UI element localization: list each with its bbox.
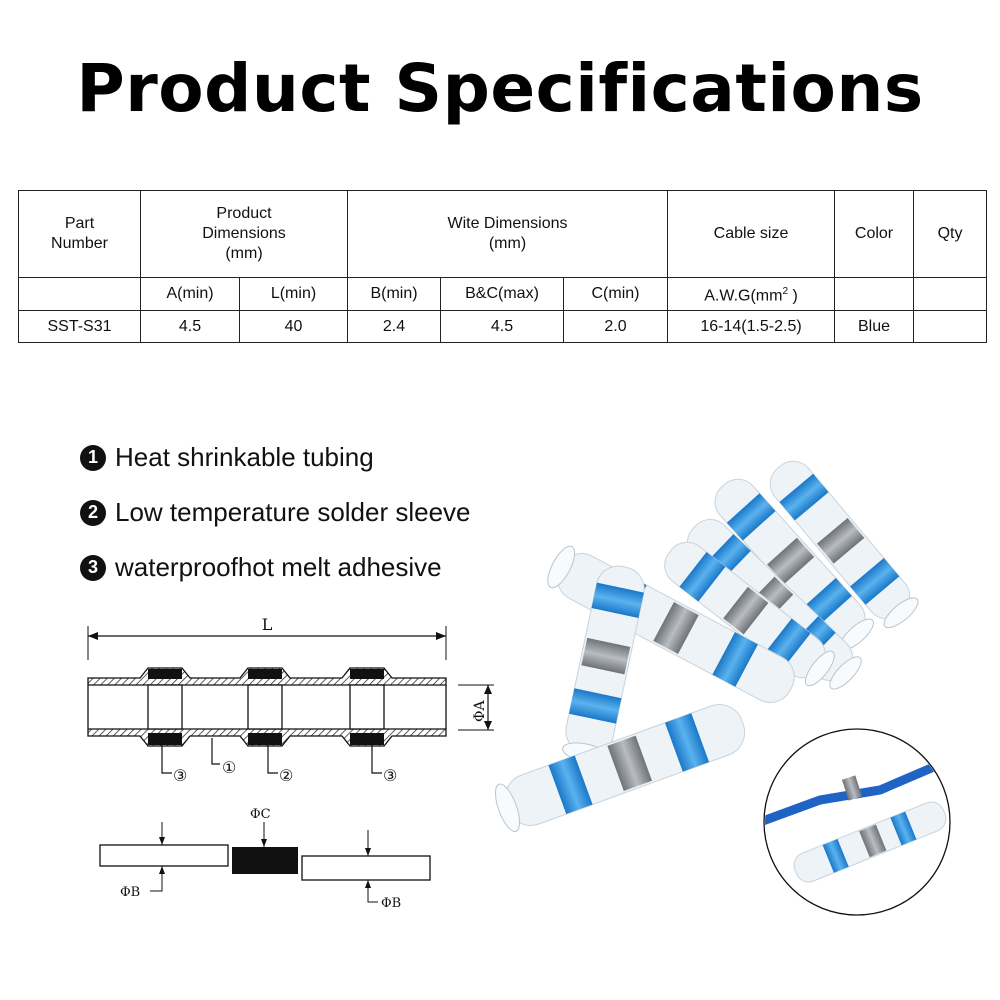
tube-cross-section bbox=[87, 667, 447, 747]
cell-l: 40 bbox=[239, 310, 348, 343]
diameter-a-dimension: ΦA bbox=[458, 684, 494, 731]
length-dimension: L bbox=[87, 615, 447, 660]
diameter-c-label: ΦC bbox=[250, 807, 271, 822]
length-label: L bbox=[262, 615, 273, 634]
number-badge-icon: 1 bbox=[80, 444, 106, 471]
cell-qty bbox=[913, 310, 988, 343]
number-badge-icon: 2 bbox=[80, 499, 106, 526]
cell-a: 4.5 bbox=[140, 310, 240, 343]
callout-1: ① bbox=[222, 758, 236, 777]
feature-item-1: 1 Heat shrinkable tubing bbox=[80, 442, 374, 473]
header-color: Color bbox=[834, 190, 915, 278]
spec-table: Part Number Product Dimensions (mm) Wite… bbox=[18, 190, 988, 343]
feature-text: waterproofhot melt adhesive bbox=[115, 552, 442, 582]
feature-item-2: 2 Low temperature solder sleeve bbox=[80, 497, 471, 528]
diameter-b-right-label: ΦB bbox=[381, 896, 401, 911]
connector-tube-bg4 bbox=[664, 541, 835, 687]
cell-cable: 16-14(1.5-2.5) bbox=[667, 310, 836, 343]
diameter-a-label: ΦA bbox=[472, 700, 488, 722]
header-cable-size: Cable size bbox=[667, 190, 836, 278]
callout-markers: ③ ① ② ③ bbox=[161, 738, 397, 785]
feature-text: Heat shrinkable tubing bbox=[115, 442, 374, 472]
cell-b: 2.4 bbox=[347, 310, 441, 343]
diameter-b-left-label: ΦB bbox=[120, 885, 140, 900]
wire-dimension-diagram: ΦB ΦC ΦB bbox=[99, 807, 431, 911]
cell-bc: 4.5 bbox=[440, 310, 564, 343]
callout-3-right: ③ bbox=[383, 766, 397, 785]
callout-2: ② bbox=[279, 766, 293, 785]
header-wire-dimensions: Wite Dimensions (mm) bbox=[346, 190, 669, 278]
header-qty: Qty bbox=[913, 190, 988, 278]
inset-photo bbox=[763, 728, 951, 916]
sub-b-min: B(min) bbox=[347, 277, 441, 311]
connector-tube-fg3 bbox=[495, 704, 746, 832]
callout-3-left: ③ bbox=[173, 766, 187, 785]
sub-l-min: L(min) bbox=[239, 277, 348, 311]
sub-awg: A.W.G(mm2 ) bbox=[667, 277, 836, 311]
cell-c: 2.0 bbox=[562, 310, 669, 343]
cell-part: SST-S31 bbox=[18, 310, 141, 343]
feature-text: Low temperature solder sleeve bbox=[115, 497, 471, 527]
sub-c-min: C(min) bbox=[562, 277, 669, 311]
sub-bc-max: B&C(max) bbox=[440, 277, 564, 311]
product-photo bbox=[495, 460, 919, 832]
header-part-number: Part Number bbox=[18, 190, 141, 278]
feature-item-3: 3 waterproofhot melt adhesive bbox=[80, 552, 442, 583]
connector-tube-bg1 bbox=[769, 460, 919, 629]
number-badge-icon: 3 bbox=[80, 554, 106, 581]
page-title: Product Specifications bbox=[76, 50, 924, 127]
